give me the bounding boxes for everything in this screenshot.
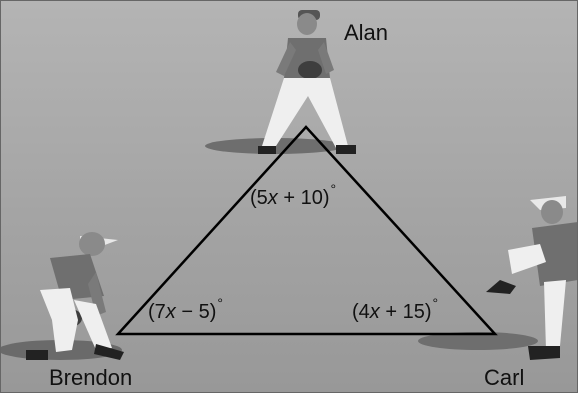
angle-right-coef: (4: [352, 301, 370, 323]
alan-player-figure: [258, 10, 356, 154]
angle-label-right: (4x + 15)°: [352, 296, 438, 323]
player-label-carl: Carl: [484, 365, 525, 390]
angle-left-degree: °: [217, 295, 223, 311]
brendon-player-figure: [26, 232, 124, 360]
angle-label-left: (7x − 5)°: [148, 296, 223, 323]
angle-label-top: (5x + 10)°: [250, 182, 336, 209]
player-label-brendon: Brendon: [49, 365, 133, 390]
angle-right-degree: °: [432, 295, 439, 311]
angle-top-degree: °: [330, 181, 337, 197]
player-label-alan: Alan: [344, 20, 389, 45]
triangle: [115, 125, 498, 336]
angle-right-const: + 15): [379, 301, 432, 323]
angle-left-const: − 5): [175, 301, 217, 323]
angle-top-const: + 10): [277, 187, 330, 209]
angle-left-var: x: [165, 301, 176, 323]
carl-shadow: [418, 332, 538, 350]
angle-right-var: x: [369, 301, 380, 323]
angle-left-coef: (7: [148, 301, 166, 323]
angle-top-var: x: [267, 187, 278, 209]
carl-player-figure: [486, 196, 578, 360]
angle-top-coef: (5: [250, 187, 268, 209]
